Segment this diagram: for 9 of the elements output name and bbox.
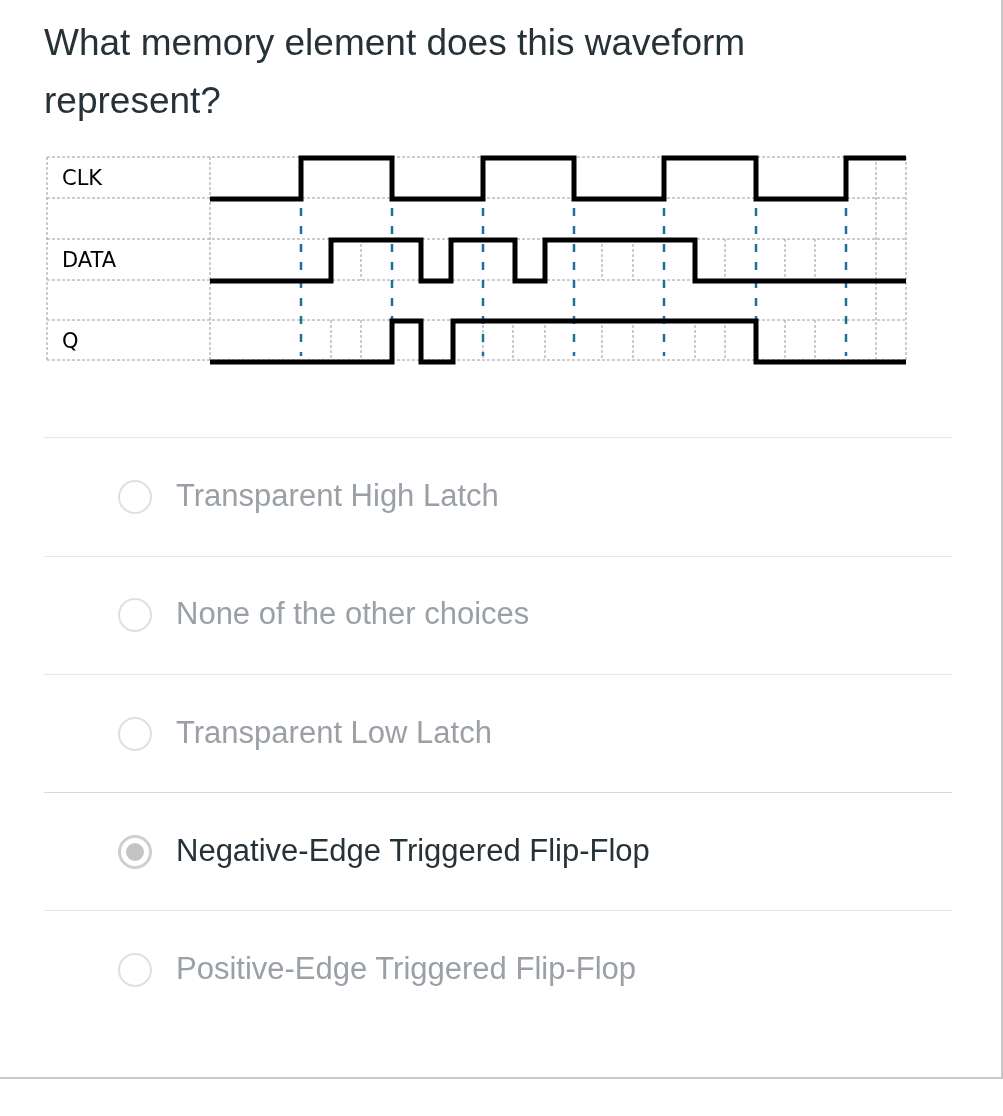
signal-name: DATA	[62, 248, 117, 272]
answer-option: None of the other choices	[176, 596, 530, 633]
answer-option: Negative-Edge Triggered Flip-Flop	[176, 832, 650, 869]
signal-name: CLK	[62, 166, 103, 190]
answer-option: Transparent High Latch	[176, 478, 499, 514]
answer-option: Positive-Edge Triggered Flip-Flop	[176, 951, 637, 988]
signal-name: Q	[62, 329, 79, 353]
answer-option: Transparent Low Latch	[176, 714, 492, 751]
question-text: What memory element does this waveform represent?	[44, 21, 747, 123]
